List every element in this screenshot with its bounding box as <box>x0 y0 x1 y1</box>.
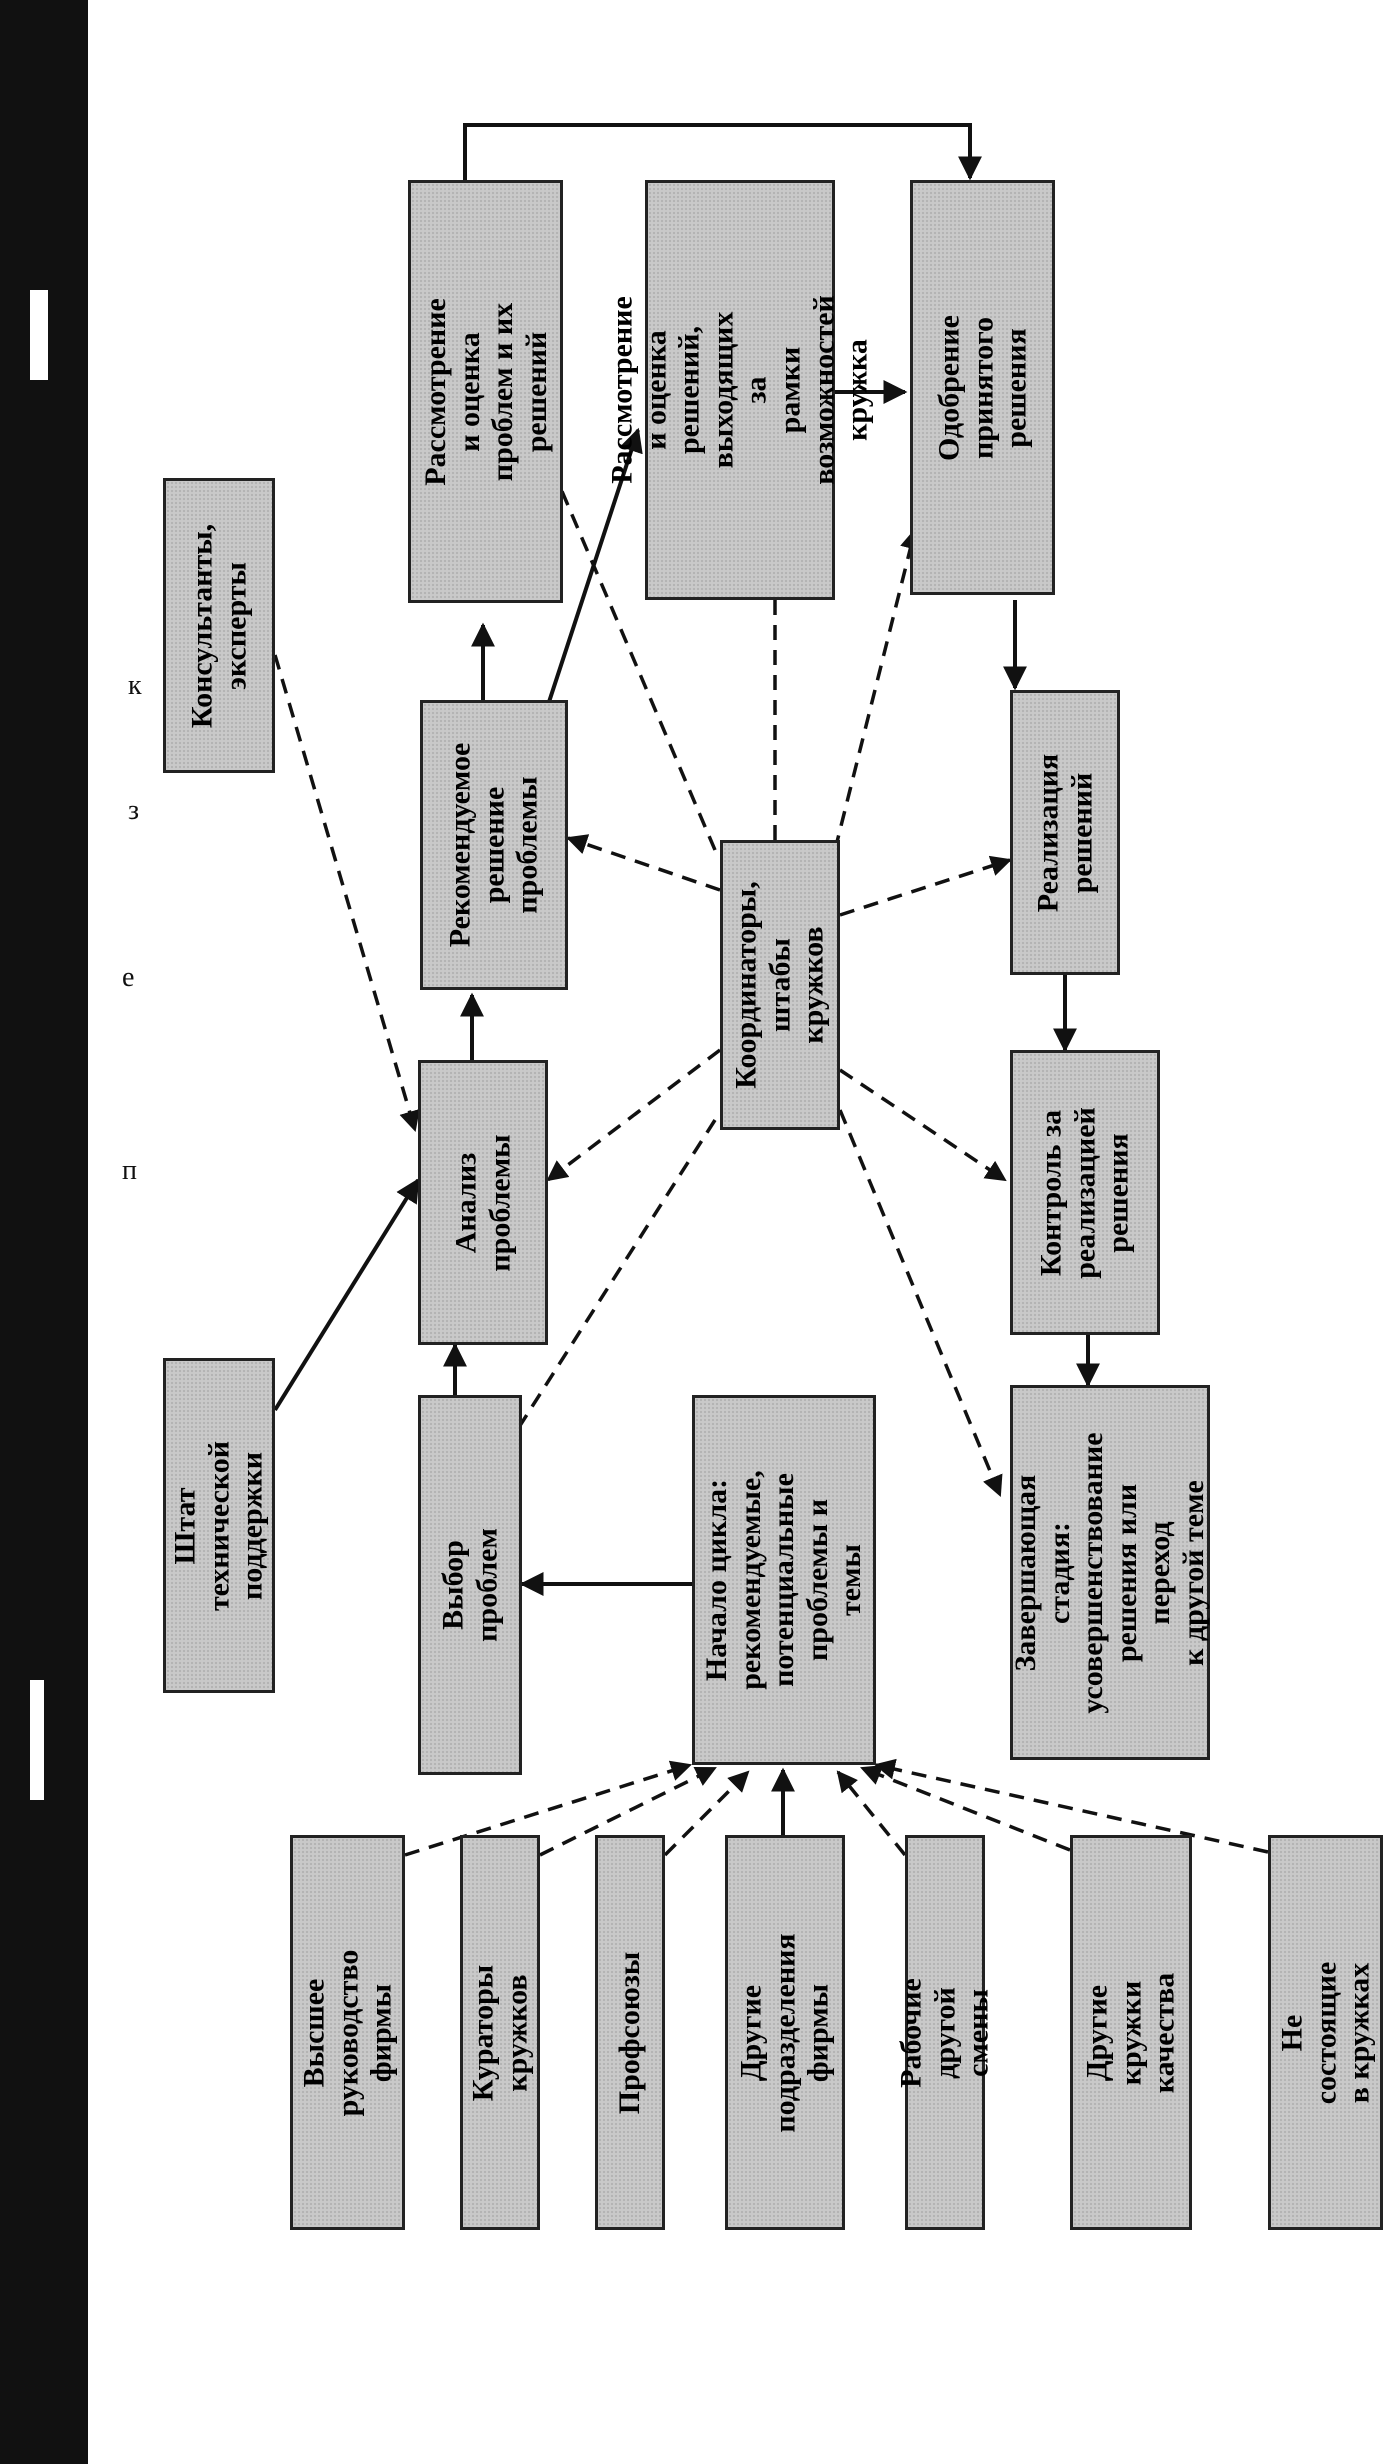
margin-mark: з <box>128 795 140 826</box>
source-unions-box: Профсоюзы <box>595 1835 665 2230</box>
flow-tech-analysis <box>273 1177 420 1412</box>
coord-analysis <box>546 1048 722 1182</box>
src-unions <box>663 1770 750 1857</box>
coord-select <box>496 1119 717 1462</box>
select-problems-box: Выбор проблем <box>418 1395 522 1775</box>
review-box: Рассмотрение и оценка проблем и их решен… <box>408 180 563 603</box>
binding-edge <box>0 0 88 2464</box>
source-non-members-box: Не состоящие в кружках <box>1268 1835 1383 2230</box>
final-stage-box: Завершающая стадия: усовершенствование р… <box>1009 1385 1210 1760</box>
review-beyond-box: Рассмотрение и оценка решений, выходящих… <box>606 180 874 600</box>
coord-control <box>839 1068 1007 1182</box>
implementation-box: Реализация решений <box>1010 690 1120 975</box>
coord-final <box>838 1109 1003 1497</box>
src-non-members <box>873 1758 1269 1854</box>
src-other-circles <box>860 1765 1071 1852</box>
flow-review-approval <box>463 123 982 181</box>
consultants-analysis <box>273 654 420 1133</box>
coord-recommended <box>566 834 721 892</box>
binding-gap <box>30 290 48 380</box>
approval-box: Одобрение принятого решения <box>910 180 1055 595</box>
source-other-circles-box: Другие кружки качества <box>1070 1835 1192 2230</box>
margin-mark: п <box>122 1155 137 1186</box>
coord-approval <box>833 527 921 851</box>
margin-mark: е <box>122 962 135 993</box>
source-departments-box: Другие подразделения фирмы <box>725 1835 845 2230</box>
coordinators-box: Координаторы, штабы кружков <box>720 840 840 1130</box>
tech-support-box: Штат технической поддержки <box>163 1358 275 1693</box>
source-management-box: Высшее руководство фирмы <box>290 1835 405 2230</box>
consultants-box: Консультанты, эксперты <box>163 478 275 773</box>
src-curators <box>539 1766 717 1857</box>
control-box: Контроль за реализацией решения <box>1010 1050 1160 1335</box>
source-other-shift-box: Рабочие другой смены <box>895 1835 995 2230</box>
binding-gap <box>30 1680 44 1800</box>
margin-mark: к <box>128 670 142 701</box>
start-cycle-box: Начало цикла: рекомендуемые, потенциальн… <box>692 1395 876 1765</box>
source-curators-box: Кураторы кружков <box>460 1835 540 2230</box>
coord-review <box>532 426 717 851</box>
recommended-box: Рекомендуемое решение проблемы <box>420 700 568 990</box>
src-other-shift <box>836 1770 907 1857</box>
analysis-box: Анализ проблемы <box>418 1060 548 1345</box>
coord-implementation <box>839 855 1012 917</box>
